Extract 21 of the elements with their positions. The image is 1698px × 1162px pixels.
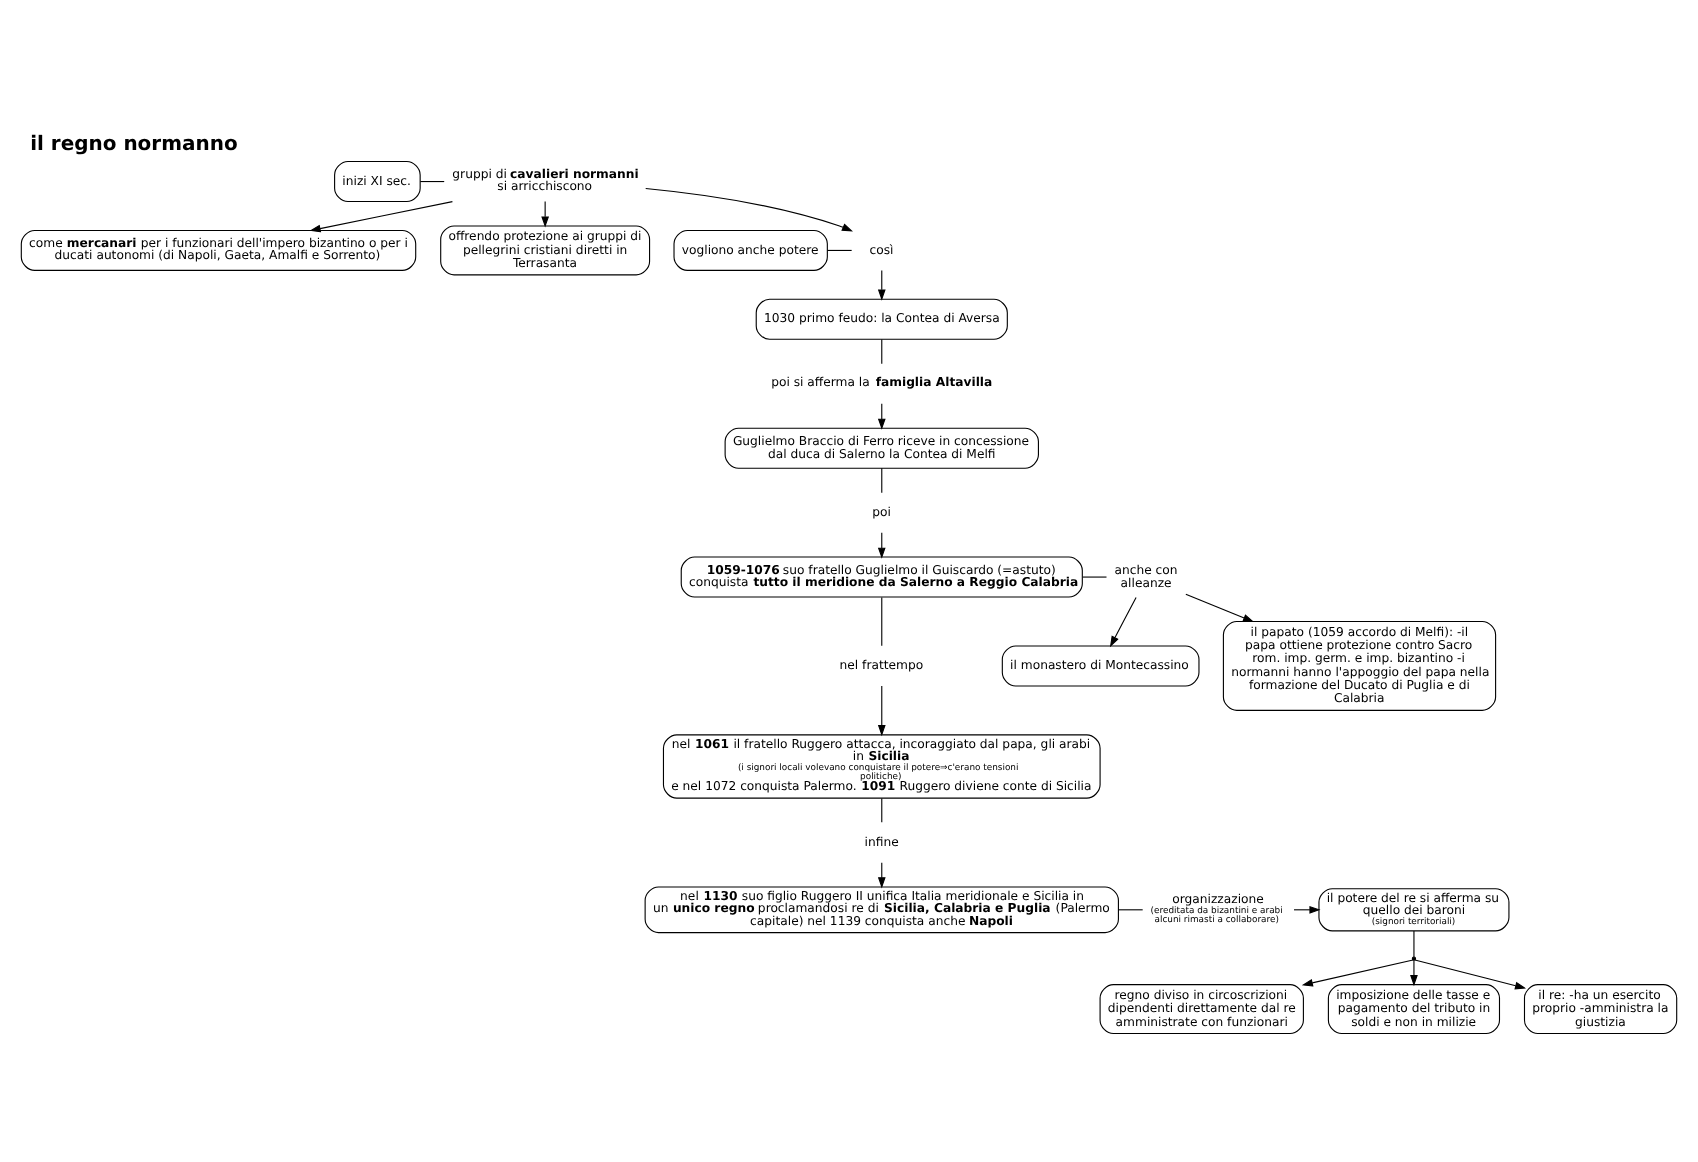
arrow [309, 200, 453, 232]
arrow [1414, 958, 1527, 989]
arrow [1185, 592, 1255, 621]
arrow [877, 684, 886, 736]
connector [881, 466, 883, 493]
connector [1082, 575, 1108, 577]
connector [1413, 929, 1415, 957]
connector [826, 248, 853, 250]
arrow [877, 268, 886, 300]
arrow [1109, 595, 1137, 647]
connector [881, 595, 883, 646]
connector [881, 337, 883, 364]
connector [1117, 908, 1144, 910]
diagram-title: il regno normanno [30, 132, 238, 155]
connector [419, 180, 445, 182]
arrow [541, 200, 550, 227]
arrow [1301, 958, 1414, 986]
arrow [645, 186, 853, 231]
connector [881, 796, 883, 822]
node-dot [1411, 955, 1417, 960]
arrow [1410, 958, 1418, 986]
